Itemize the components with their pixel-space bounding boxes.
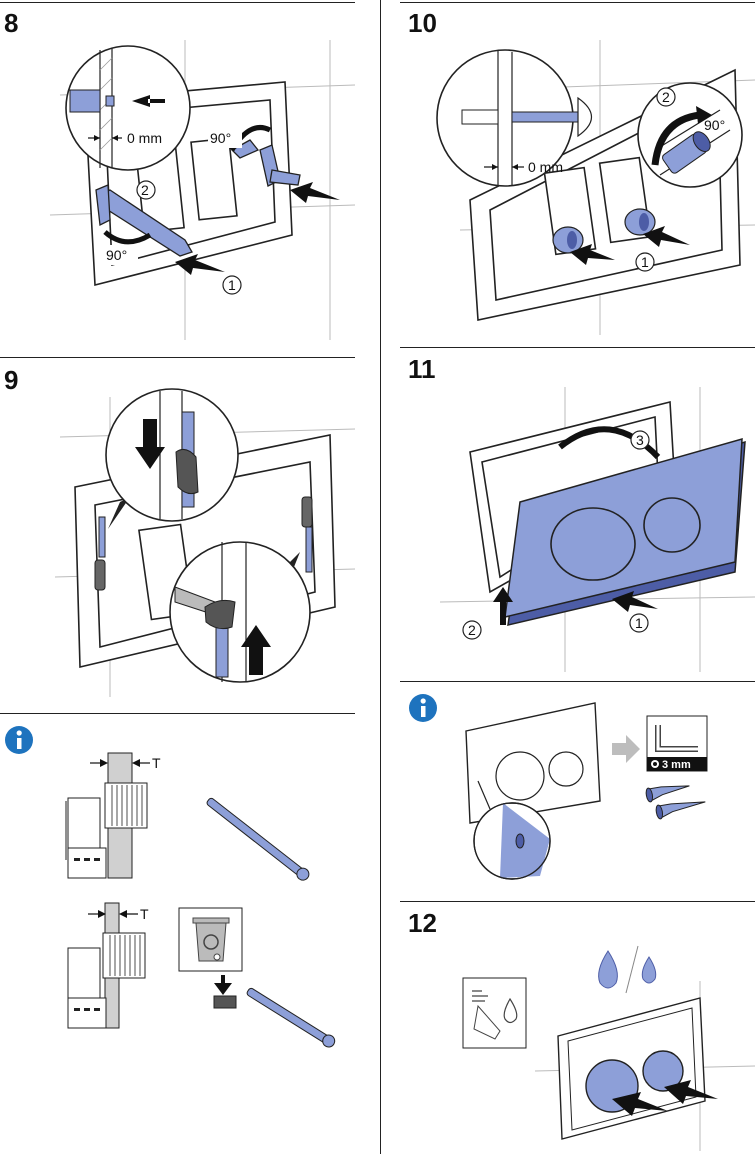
step-9-drawing <box>0 357 355 712</box>
tool-size-label: 3 mm <box>662 759 691 771</box>
step-12-illustration <box>400 901 755 1154</box>
step-8-illustration: 90° 90° 2 1 0 mm <box>0 0 355 355</box>
step-10-angle: 90° <box>704 117 725 133</box>
step-11-drawing: 3 2 1 <box>400 347 755 681</box>
info-thickness-top: T <box>152 755 161 771</box>
cleaning-icon <box>463 978 526 1048</box>
step-8-callout-2: 2 <box>141 182 149 198</box>
step-8-angle-left: 90° <box>106 247 127 263</box>
info-icon <box>5 726 33 754</box>
step-10-callout-1: 1 <box>641 254 649 270</box>
step-10-gap: 0 mm <box>528 159 563 175</box>
water-drop-icon <box>599 946 656 993</box>
step-11-callout-3: 3 <box>636 432 644 448</box>
recycle-bin-icon <box>179 908 242 971</box>
info-right-panel: 3 mm <box>400 681 755 901</box>
info-icon <box>409 694 437 722</box>
step-11-illustration: 3 2 1 <box>400 347 755 681</box>
step-11-callout-1: 1 <box>635 615 643 631</box>
step-12-drawing <box>400 901 755 1154</box>
hex-key-icon: 3 mm <box>647 716 707 771</box>
column-divider <box>380 0 381 1154</box>
step-9-illustration <box>0 357 355 712</box>
step-8-gap: 0 mm <box>127 130 162 146</box>
info-right-drawing: 3 mm <box>400 681 755 901</box>
step-10-illustration: 1 0 mm 2 90° <box>400 0 755 345</box>
step-8-callout-1: 1 <box>228 277 236 293</box>
info-left-panel: T T <box>0 713 355 1153</box>
screw-icon <box>645 781 707 819</box>
info-thickness-bottom: T <box>140 906 149 922</box>
info-left-drawing: T T <box>0 713 355 1153</box>
step-8-drawing: 90° 90° 2 1 0 mm <box>0 0 355 355</box>
step-10-drawing: 1 0 mm 2 90° <box>400 0 755 345</box>
step-11-callout-2: 2 <box>468 622 476 638</box>
step-8-angle-right: 90° <box>210 130 231 146</box>
step-10-callout-2: 2 <box>662 89 670 105</box>
